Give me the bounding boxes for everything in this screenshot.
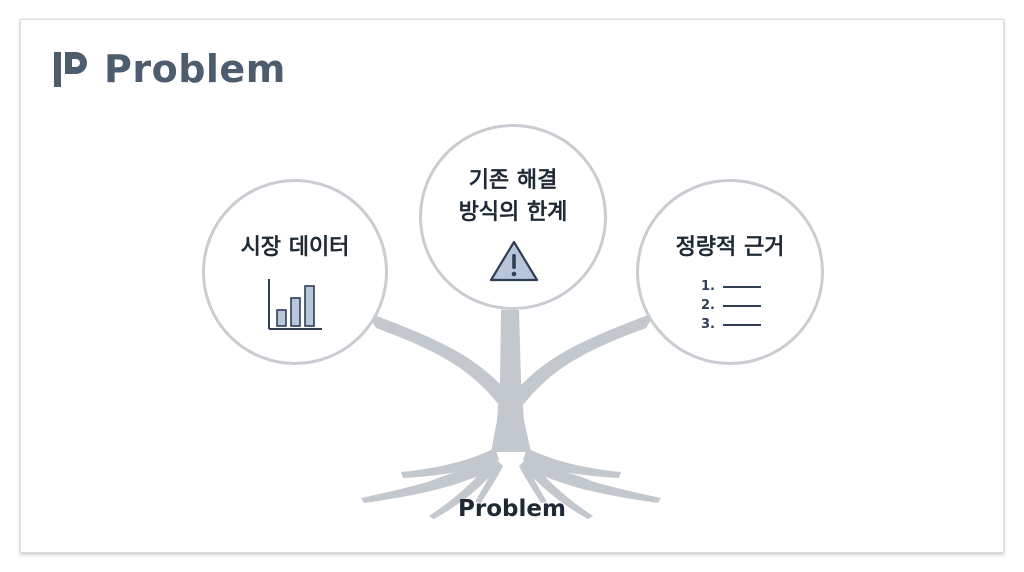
warning-triangle-icon (489, 240, 539, 282)
list-row: 2. (701, 296, 761, 315)
header: Problem (54, 46, 286, 92)
root-label: Problem (458, 496, 566, 522)
node-label-line-2: 방식의 한계 (458, 200, 568, 225)
node-market-data: 시장 데이터 (202, 179, 388, 365)
node-existing-limits: 기존 해결 방식의 한계 (419, 124, 607, 310)
slide: Problem 시장 데이터 (20, 19, 1004, 553)
numbered-list-icon: 1. 2. 3. (701, 277, 761, 334)
node-label: 정량적 근거 (675, 235, 785, 260)
list-row: 1. (701, 277, 761, 296)
tree-illustration (361, 310, 661, 519)
node-label: 시장 데이터 (240, 235, 350, 260)
page-title: Problem (104, 47, 286, 91)
node-label-line-1: 기존 해결 (468, 168, 558, 193)
list-row: 3. (701, 315, 761, 334)
p-logo-icon (54, 52, 87, 87)
node-quant-evidence: 정량적 근거 1. 2. 3. (636, 179, 824, 365)
bar-chart-icon (268, 279, 322, 330)
